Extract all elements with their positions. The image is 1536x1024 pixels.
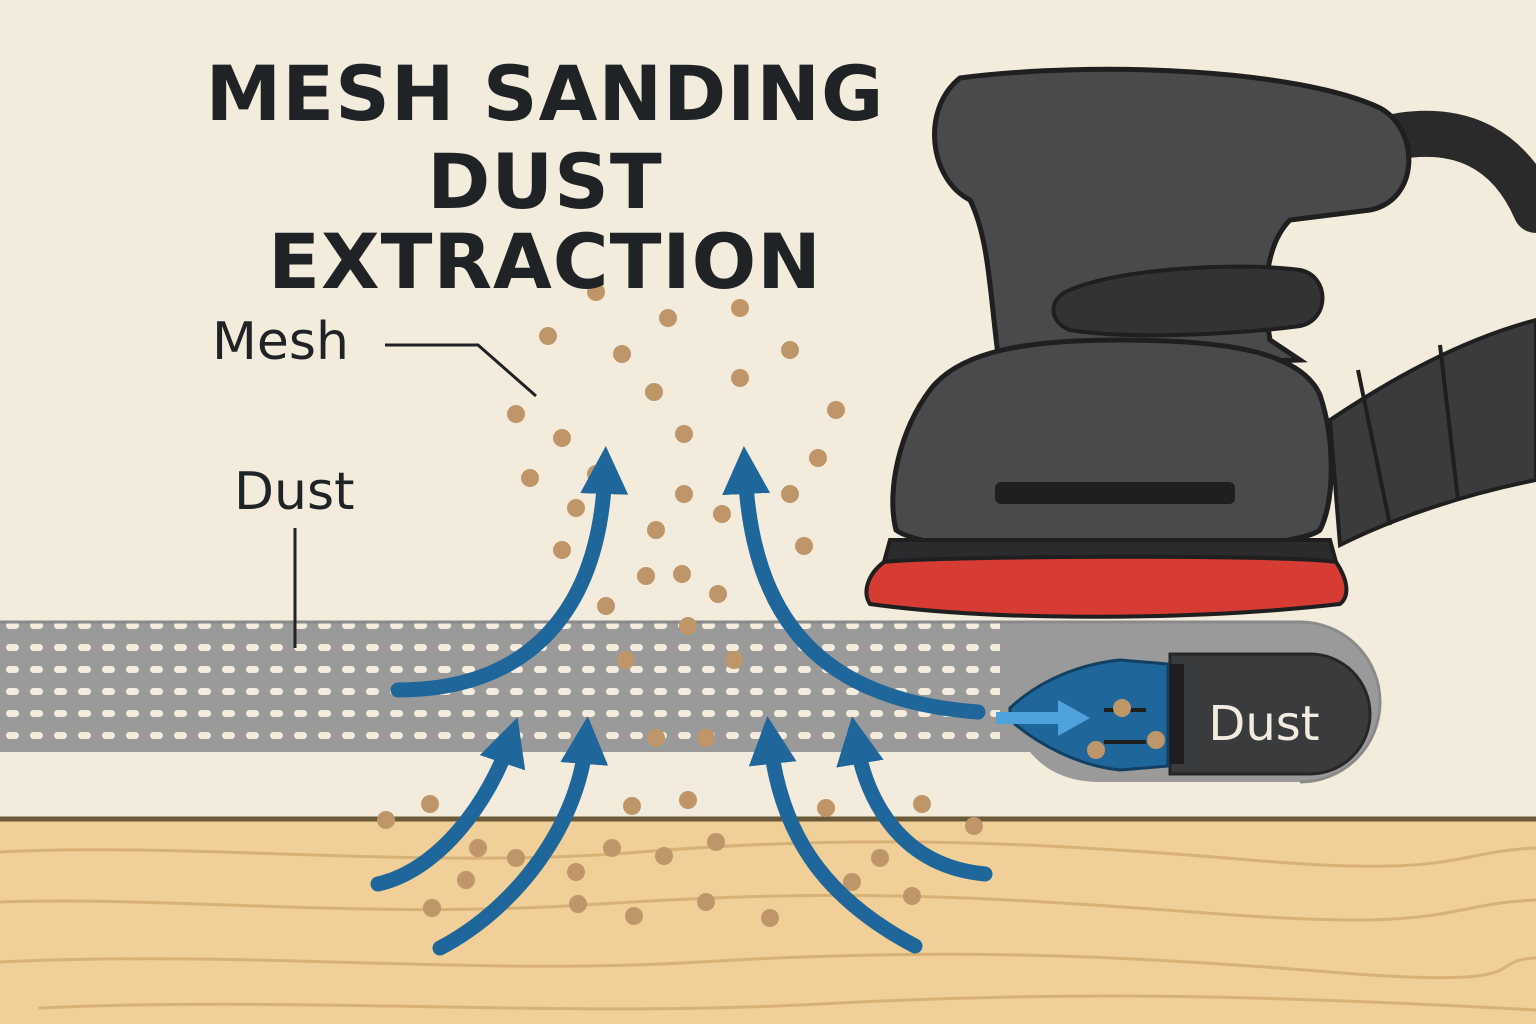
sander-vent: [995, 482, 1235, 504]
airflow-arrow: [722, 446, 986, 720]
airflow-arrow: [390, 446, 629, 698]
dust-particle: [809, 449, 827, 467]
mesh-leader-line: [385, 343, 537, 398]
dust-outlet-label: Dust: [1208, 696, 1320, 752]
dust-particle: [1087, 741, 1105, 759]
dust-port-icon: [996, 652, 1372, 776]
airflow-arrow: [836, 716, 993, 882]
dust-particle: [645, 383, 663, 401]
dust-particle: [469, 839, 487, 857]
dust-particle: [679, 791, 697, 809]
dust-particle: [617, 651, 635, 669]
dust-particle: [421, 795, 439, 813]
page-title-line-1: MESH SANDING: [205, 49, 885, 138]
mesh-label: Mesh: [212, 312, 349, 372]
airflow-arrow: [748, 716, 923, 954]
dust-particle: [903, 887, 921, 905]
page-title-line-2: DUST EXTRACTION: [268, 137, 822, 306]
dust-particle: [553, 429, 571, 447]
dust-particle: [781, 485, 799, 503]
dust-particle: [795, 537, 813, 555]
sander-grip: [1051, 264, 1325, 338]
sander-handle: [932, 66, 1412, 373]
dust-particle: [659, 309, 677, 327]
sander-cord: [1357, 110, 1536, 233]
dust-particle: [587, 283, 605, 301]
dust-particle: [553, 541, 571, 559]
dust-particle: [637, 567, 655, 585]
dust-particle: [697, 729, 715, 747]
mesh-strip: [0, 620, 1382, 784]
dust-particle: [507, 405, 525, 423]
dust-particle: [625, 907, 643, 925]
dust-particle: [567, 863, 585, 881]
dust-particle: [673, 565, 691, 583]
dust-particle: [731, 299, 749, 317]
dust-particle: [613, 345, 631, 363]
dust-particle: [913, 795, 931, 813]
dust-particle: [423, 899, 441, 917]
airflow-arrow: [370, 717, 526, 892]
sander-body: [890, 337, 1334, 555]
dust-particle: [647, 729, 665, 747]
dust-particle: [539, 327, 557, 345]
dust-particle: [713, 505, 731, 523]
dust-particle: [965, 817, 983, 835]
sanding-pad: [864, 554, 1349, 619]
dust-particle: [603, 839, 621, 857]
dust-particle: [817, 799, 835, 817]
dust-particle: [761, 909, 779, 927]
dust-particle: [507, 849, 525, 867]
dust-particle: [675, 425, 693, 443]
random-orbit-sander-icon: [864, 66, 1536, 619]
dust-particle: [521, 469, 539, 487]
dust-particle: [377, 811, 395, 829]
dust-particle: [827, 401, 845, 419]
dust-particle: [569, 895, 587, 913]
dust-particle: [707, 833, 725, 851]
dust-particle: [675, 485, 693, 503]
dust-particle: [843, 873, 861, 891]
dust-particle: [1113, 699, 1131, 717]
dust-particle: [731, 369, 749, 387]
dust-particle: [697, 893, 715, 911]
dust-particle: [871, 849, 889, 867]
dust-particle: [781, 341, 799, 359]
dust-particle: [725, 651, 743, 669]
dust-particle: [597, 597, 615, 615]
airflow-arrow: [432, 716, 609, 956]
airflow-arrow-icon: [370, 446, 993, 956]
dust-particle: [623, 797, 641, 815]
dust-label: Dust: [234, 462, 355, 522]
dust-particle: [457, 871, 475, 889]
dust-particle: [679, 617, 697, 635]
dust-particle: [709, 585, 727, 603]
dust-particle-icon: [377, 283, 1165, 927]
dust-particle: [567, 499, 585, 517]
dust-particle: [1147, 731, 1165, 749]
dust-particle: [647, 521, 665, 539]
dust-particle: [655, 847, 673, 865]
